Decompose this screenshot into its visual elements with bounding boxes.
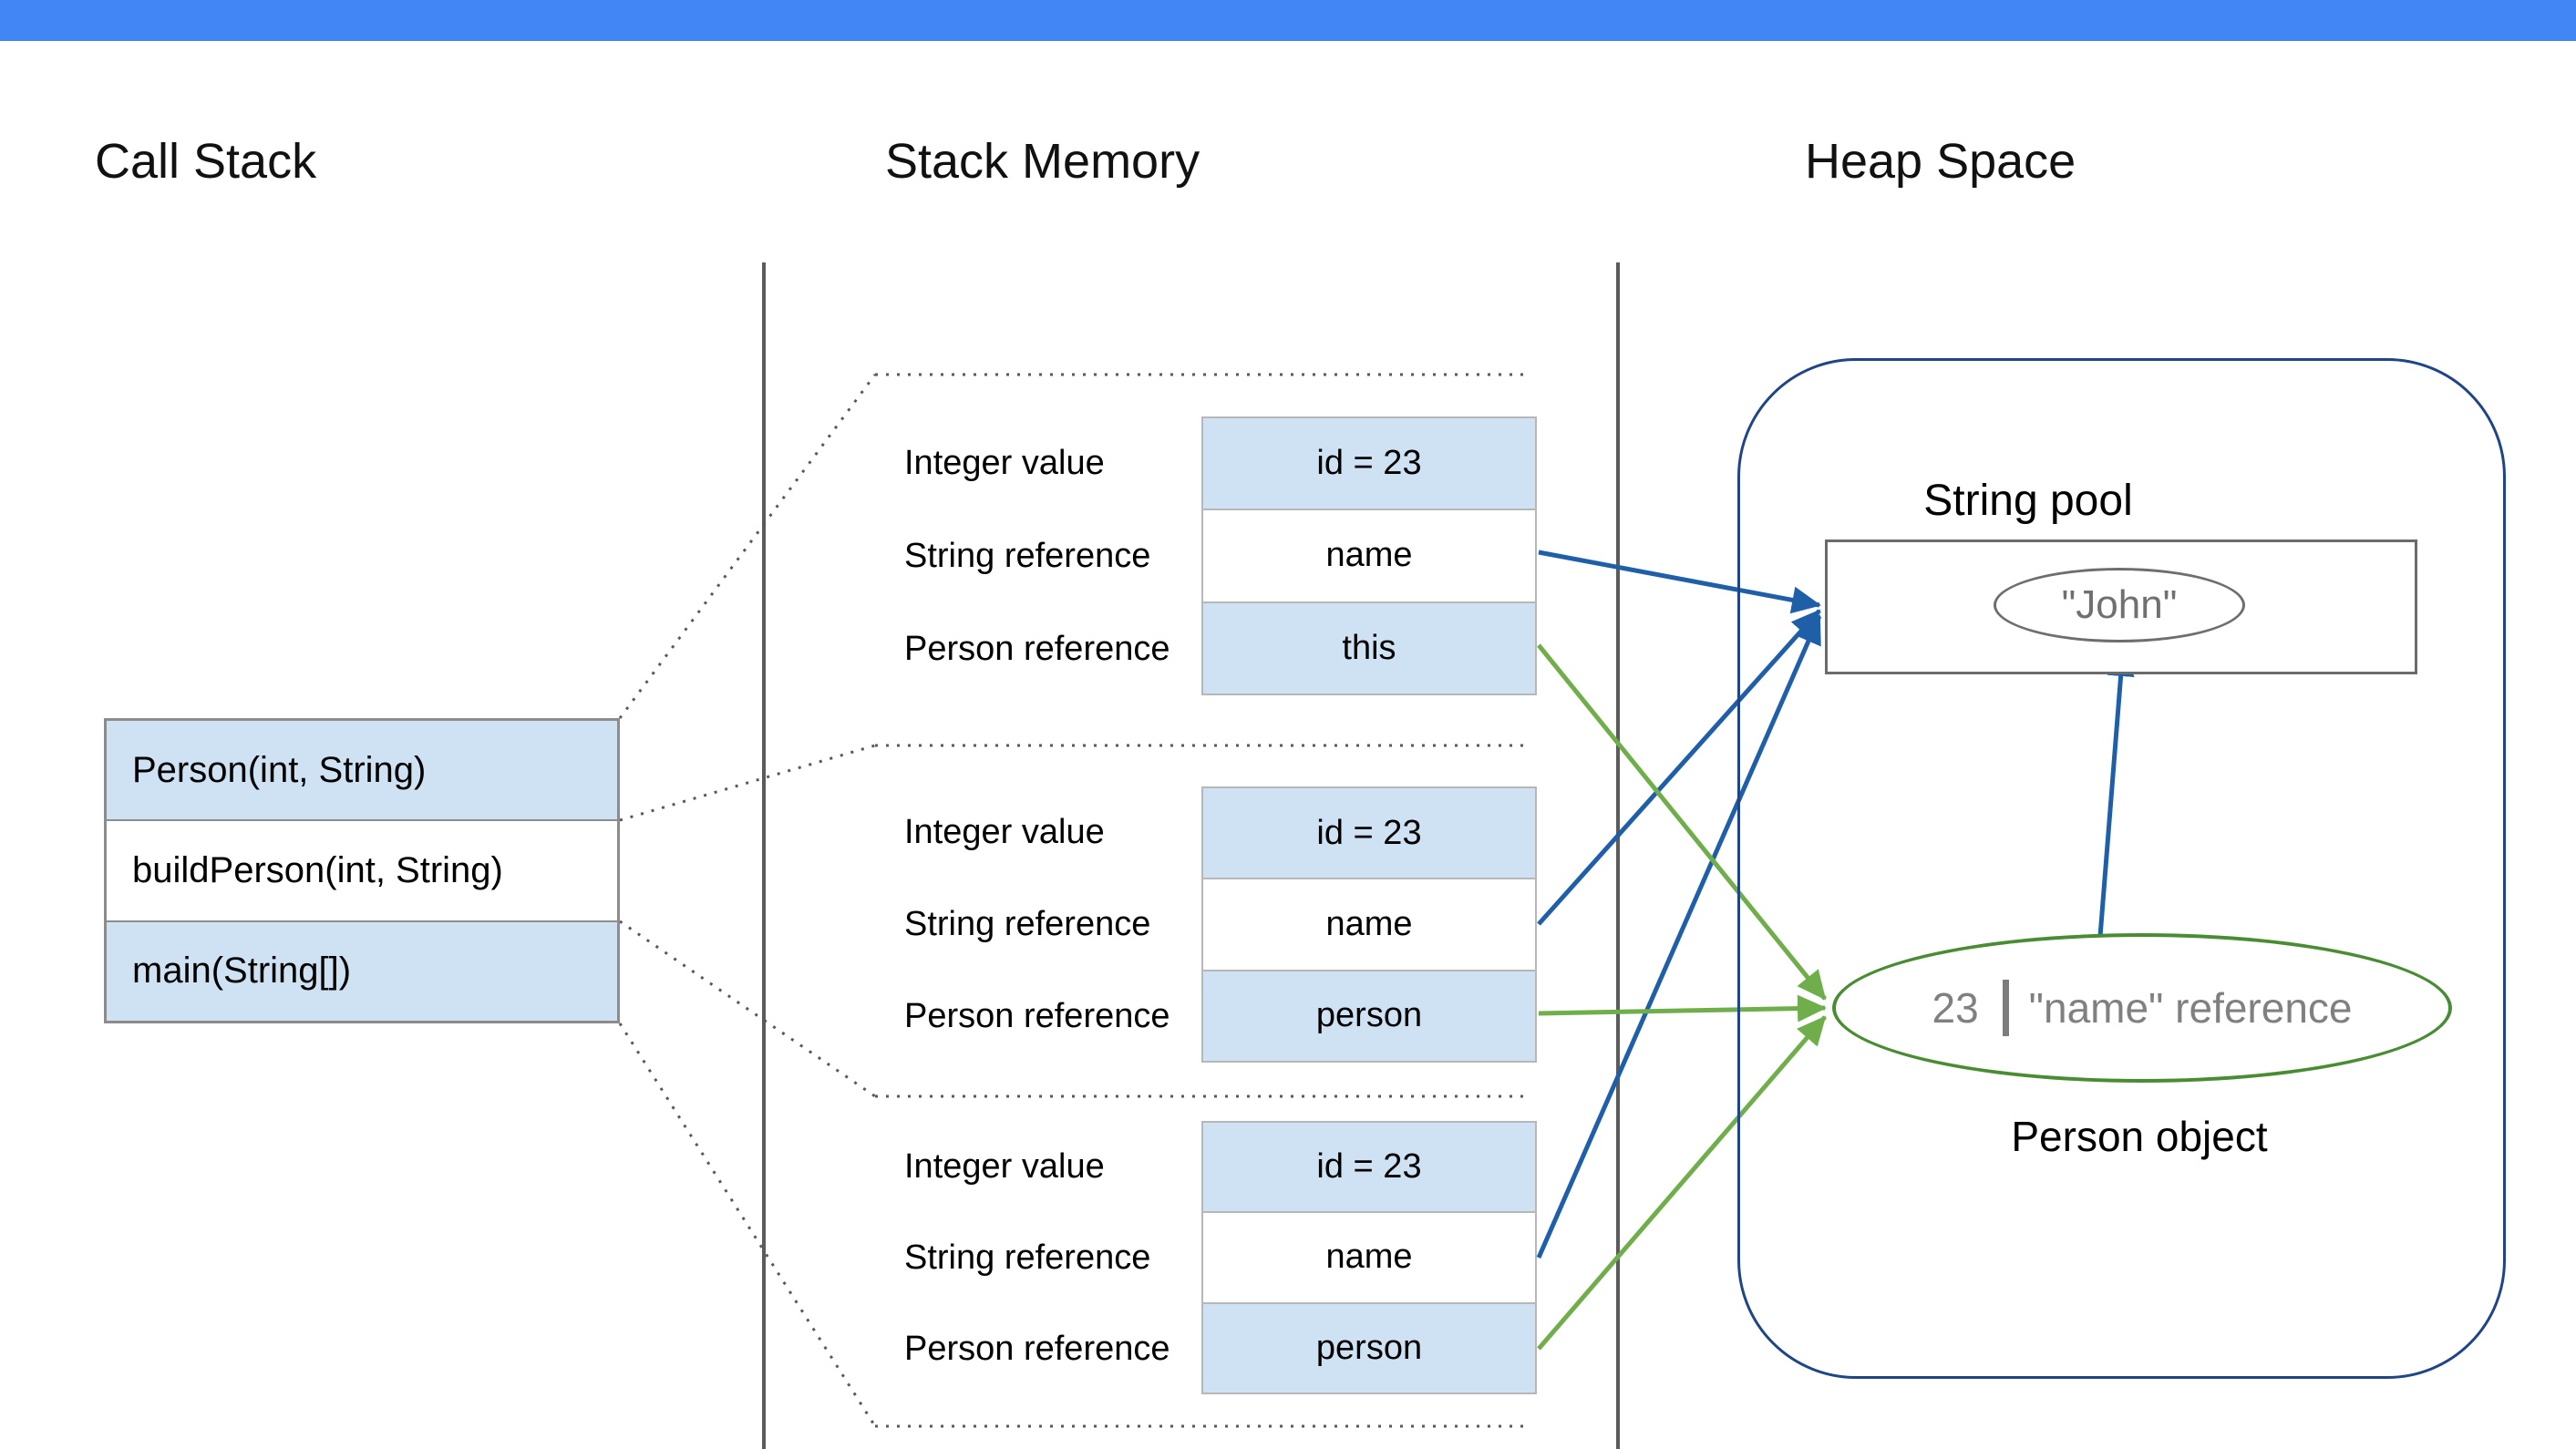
person-object-divider <box>2002 980 2009 1036</box>
person-id-value: 23 <box>1932 984 1979 1032</box>
frame-row-label: Integer value <box>904 1146 1105 1186</box>
frame-row-label: String reference <box>904 905 1151 943</box>
stack-memory-heading: Stack Memory <box>885 134 1200 189</box>
person-object-ellipse: 23 "name" reference <box>1832 933 2452 1083</box>
person-object-caption: Person object <box>2011 1113 2268 1160</box>
frame-row-label: Person reference <box>904 629 1170 668</box>
call-stack-frame-label: buildPerson(int, String) <box>132 849 503 890</box>
stack-frame-2-cells: id = 23 name person <box>1201 786 1537 1063</box>
frame-row-label: Person reference <box>904 1329 1170 1368</box>
stack-frame-1-labels: Integer value String reference Person re… <box>904 416 1196 695</box>
stack-frame-3-labels: Integer value String reference Person re… <box>904 1121 1196 1394</box>
frame-row-label: Integer value <box>904 813 1105 851</box>
frame-row-label: String reference <box>904 1238 1151 1277</box>
frame-cell-person: person <box>1203 1301 1535 1392</box>
frame-cell-person: this <box>1203 601 1535 694</box>
frame-cell-person: person <box>1203 969 1535 1061</box>
frame-cell-name: name <box>1203 878 1535 970</box>
string-pool-label: String pool <box>1923 477 2133 525</box>
call-stack-frame-buildperson: buildPerson(int, String) <box>107 819 617 920</box>
frame-row-label: Person reference <box>904 997 1170 1035</box>
heap-space-region <box>1737 358 2506 1379</box>
frame-row-label: Integer value <box>904 443 1105 482</box>
john-string-value: "John" <box>2061 582 2178 627</box>
stack-frame-1-cells: id = 23 name this <box>1201 416 1537 695</box>
stack-frame-3-cells: id = 23 name person <box>1201 1121 1537 1394</box>
call-stack-frame-label: main(String[]) <box>132 951 352 992</box>
person-name-reference: "name" reference <box>2028 984 2353 1032</box>
call-stack-frame-label: Person(int, String) <box>132 749 427 790</box>
heap-space-heading: Heap Space <box>1805 134 2076 189</box>
call-stack-frame-main: main(String[]) <box>107 920 617 1021</box>
string-pool-john-ellipse: "John" <box>1994 568 2245 642</box>
frame-row-label: String reference <box>904 536 1151 575</box>
frame-cell-name: name <box>1203 1211 1535 1302</box>
frame-cell-name: name <box>1203 509 1535 601</box>
stack-frame-2-labels: Integer value String reference Person re… <box>904 786 1196 1063</box>
frame-cell-id: id = 23 <box>1203 1123 1535 1212</box>
frame-cell-id: id = 23 <box>1203 788 1535 879</box>
top-bar <box>0 0 2576 41</box>
call-stack-frame-person: Person(int, String) <box>107 721 617 820</box>
call-stack-heading: Call Stack <box>95 134 317 189</box>
frame-cell-id: id = 23 <box>1203 418 1535 509</box>
call-stack-box: Person(int, String) buildPerson(int, Str… <box>104 718 620 1023</box>
